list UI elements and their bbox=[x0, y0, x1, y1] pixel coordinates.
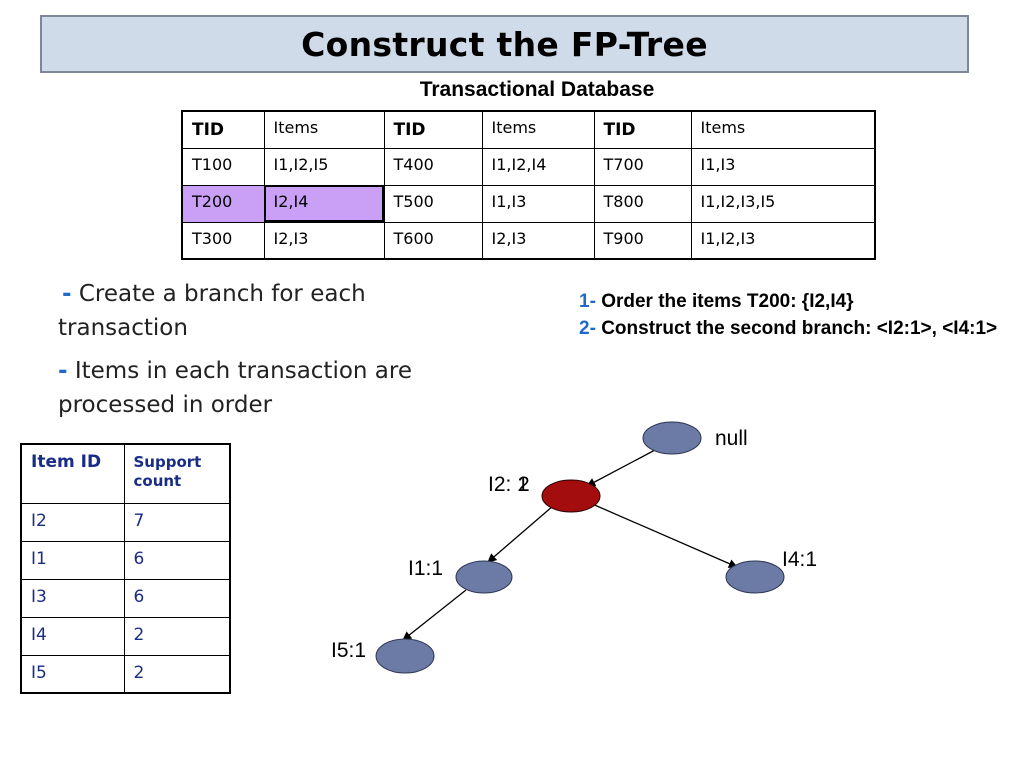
bullet-text: Create a branch for each transaction bbox=[58, 281, 366, 341]
support-cell: 2 bbox=[123, 616, 231, 656]
node-i2 bbox=[541, 479, 601, 513]
node-i2-label-base: I2: bbox=[488, 473, 511, 496]
step-text: Construct the second branch: <I2:1>, <I4… bbox=[601, 318, 998, 339]
header-items: Items bbox=[263, 110, 385, 149]
step-item: 1- Order the items T200: {I2,I4} bbox=[579, 288, 1009, 315]
edge-i1-i5 bbox=[402, 589, 467, 641]
table-row: I1 6 bbox=[20, 540, 231, 580]
items-cell: I1,I3 bbox=[481, 184, 595, 223]
tid-cell-highlighted: T200 bbox=[181, 184, 265, 223]
tid-cell: T300 bbox=[181, 221, 265, 260]
step-number: 2- bbox=[579, 318, 596, 339]
table-row: T100 I1,I2,I5 T400 I1,I2,I4 T700 I1,I3 bbox=[181, 147, 876, 186]
items-cell: I1,I2,I5 bbox=[263, 147, 385, 186]
edge-null-i2 bbox=[586, 449, 656, 487]
step-text: Order the items T200: {I2,I4} bbox=[601, 291, 854, 312]
item-id-cell: I5 bbox=[20, 654, 125, 694]
tid-cell: T500 bbox=[383, 184, 483, 223]
db-caption: Transactional Database bbox=[419, 78, 655, 101]
header-item-id: Item ID bbox=[20, 443, 125, 504]
table-header-row: TID Items TID Items TID Items bbox=[181, 110, 876, 149]
tid-cell: T600 bbox=[383, 221, 483, 260]
item-id-cell: I1 bbox=[20, 540, 125, 580]
items-cell: I2,I3 bbox=[481, 221, 595, 260]
node-i1 bbox=[455, 560, 513, 594]
support-count-table: Item ID Support count I2 7 I1 6 I3 6 I4 … bbox=[20, 443, 231, 694]
tid-cell: T800 bbox=[593, 184, 692, 223]
items-cell: I1,I2,I3 bbox=[690, 221, 876, 260]
edge-i2-i1 bbox=[487, 505, 554, 563]
edge-i2-i4 bbox=[589, 502, 738, 568]
bullet-create-branch: - Create a branch for each transaction bbox=[58, 277, 478, 345]
support-cell: 6 bbox=[123, 578, 231, 618]
bullet-dash: - bbox=[58, 358, 68, 384]
table-row: I2 7 bbox=[20, 502, 231, 542]
table-header-row: Item ID Support count bbox=[20, 443, 231, 504]
table-row: I5 2 bbox=[20, 654, 231, 694]
node-i5-label: I5:1 bbox=[331, 639, 366, 662]
support-cell: 7 bbox=[123, 502, 231, 542]
title-banner: Construct the FP-Tree bbox=[40, 15, 969, 73]
node-null bbox=[642, 421, 702, 455]
bullet-process-order: - Items in each transaction are processe… bbox=[58, 354, 498, 422]
transaction-database-table: TID Items TID Items TID Items T100 I1,I2… bbox=[181, 110, 876, 260]
node-i4-label: I4:1 bbox=[782, 548, 817, 571]
tid-cell: T900 bbox=[593, 221, 692, 260]
page-title: Construct the FP-Tree bbox=[301, 24, 708, 64]
step-item: 2- Construct the second branch: <I2:1>, … bbox=[579, 315, 1009, 342]
support-cell: 6 bbox=[123, 540, 231, 580]
node-i2-new-count: 2 bbox=[518, 473, 530, 496]
bullet-text: Items in each transaction are processed … bbox=[58, 358, 412, 418]
header-support-count: Support count bbox=[123, 443, 231, 504]
item-id-cell: I2 bbox=[20, 502, 125, 542]
node-i4 bbox=[725, 560, 785, 594]
support-cell: 2 bbox=[123, 654, 231, 694]
item-id-cell: I4 bbox=[20, 616, 125, 656]
step-number: 1- bbox=[579, 291, 596, 312]
header-tid: TID bbox=[593, 110, 692, 149]
node-null-label: null bbox=[715, 427, 748, 450]
items-cell: I1,I2,I4 bbox=[481, 147, 595, 186]
bullet-dash: - bbox=[62, 281, 72, 307]
tid-cell: T400 bbox=[383, 147, 483, 186]
items-cell: I2,I3 bbox=[263, 221, 385, 260]
steps-list: 1- Order the items T200: {I2,I4} 2- Cons… bbox=[579, 288, 1009, 342]
table-row: T300 I2,I3 T600 I2,I3 T900 I1,I2,I3 bbox=[181, 221, 876, 260]
node-i1-label: I1:1 bbox=[408, 557, 443, 580]
node-i2-old-count: 1 bbox=[517, 473, 529, 496]
node-i5 bbox=[375, 638, 435, 674]
table-row: I4 2 bbox=[20, 616, 231, 656]
